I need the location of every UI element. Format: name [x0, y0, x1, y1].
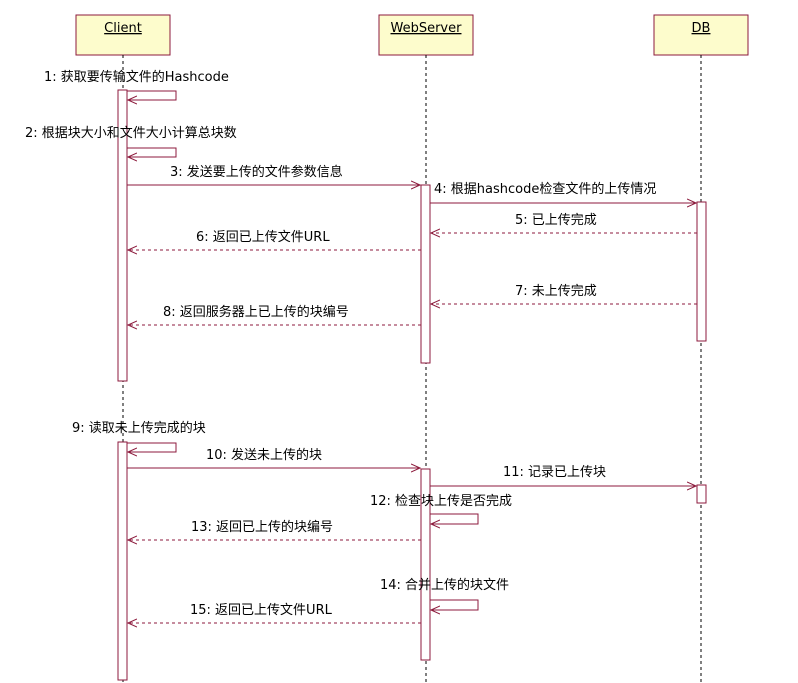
message-13-label: 13: 返回已上传的块编号 [191, 519, 333, 535]
message-12: 12: 检查块上传是否完成 [370, 494, 512, 524]
participant-db: DB [653, 14, 749, 56]
activation-webserver-2 [420, 468, 431, 661]
message-13: 13: 返回已上传的块编号 [128, 519, 421, 540]
message-4-label: 4: 根据hashcode检查文件的上传情况 [434, 181, 656, 197]
participant-webserver-label: WebServer [391, 21, 463, 36]
activation-client-2 [117, 441, 128, 681]
message-5-label: 5: 已上传完成 [515, 213, 597, 228]
message-11-label: 11: 记录已上传块 [503, 465, 606, 480]
activation-client-1 [117, 89, 128, 382]
message-7: 7: 未上传完成 [431, 284, 697, 304]
participant-client-label: Client [104, 21, 142, 36]
activation-db-2 [696, 484, 707, 504]
message-2: 2: 根据块大小和文件大小计算总块数 [25, 126, 237, 157]
message-6-label: 6: 返回已上传文件URL [196, 230, 330, 245]
message-9: 9: 读取未上传完成的块 [72, 420, 206, 452]
message-11: 11: 记录已上传块 [430, 465, 696, 486]
message-4: 4: 根据hashcode检查文件的上传情况 [430, 181, 696, 203]
message-14-label: 14: 合并上传的块文件 [380, 577, 509, 593]
message-8-label: 8: 返回服务器上已上传的块编号 [163, 304, 349, 320]
message-5: 5: 已上传完成 [431, 213, 697, 233]
message-7-label: 7: 未上传完成 [515, 284, 597, 299]
message-15: 15: 返回已上传文件URL [128, 603, 421, 623]
participant-db-label: DB [692, 21, 711, 36]
message-14: 14: 合并上传的块文件 [380, 577, 509, 610]
message-3: 3: 发送要上传的文件参数信息 [127, 164, 420, 185]
participant-webserver: WebServer [378, 14, 474, 56]
message-2-label: 2: 根据块大小和文件大小计算总块数 [25, 126, 237, 141]
message-15-label: 15: 返回已上传文件URL [190, 603, 333, 618]
activation-db-1 [696, 201, 707, 342]
message-1: 1: 获取要传输文件的Hashcode [44, 69, 229, 100]
message-6: 6: 返回已上传文件URL [128, 230, 421, 250]
message-8: 8: 返回服务器上已上传的块编号 [128, 304, 421, 325]
message-1-label: 1: 获取要传输文件的Hashcode [44, 69, 229, 85]
participant-client: Client [75, 14, 171, 56]
message-12-label: 12: 检查块上传是否完成 [370, 494, 512, 509]
message-9-label: 9: 读取未上传完成的块 [72, 420, 206, 436]
message-10: 10: 发送未上传的块 [127, 447, 420, 468]
message-3-label: 3: 发送要上传的文件参数信息 [170, 164, 343, 180]
activation-webserver-1 [420, 184, 431, 364]
message-10-label: 10: 发送未上传的块 [206, 447, 322, 463]
